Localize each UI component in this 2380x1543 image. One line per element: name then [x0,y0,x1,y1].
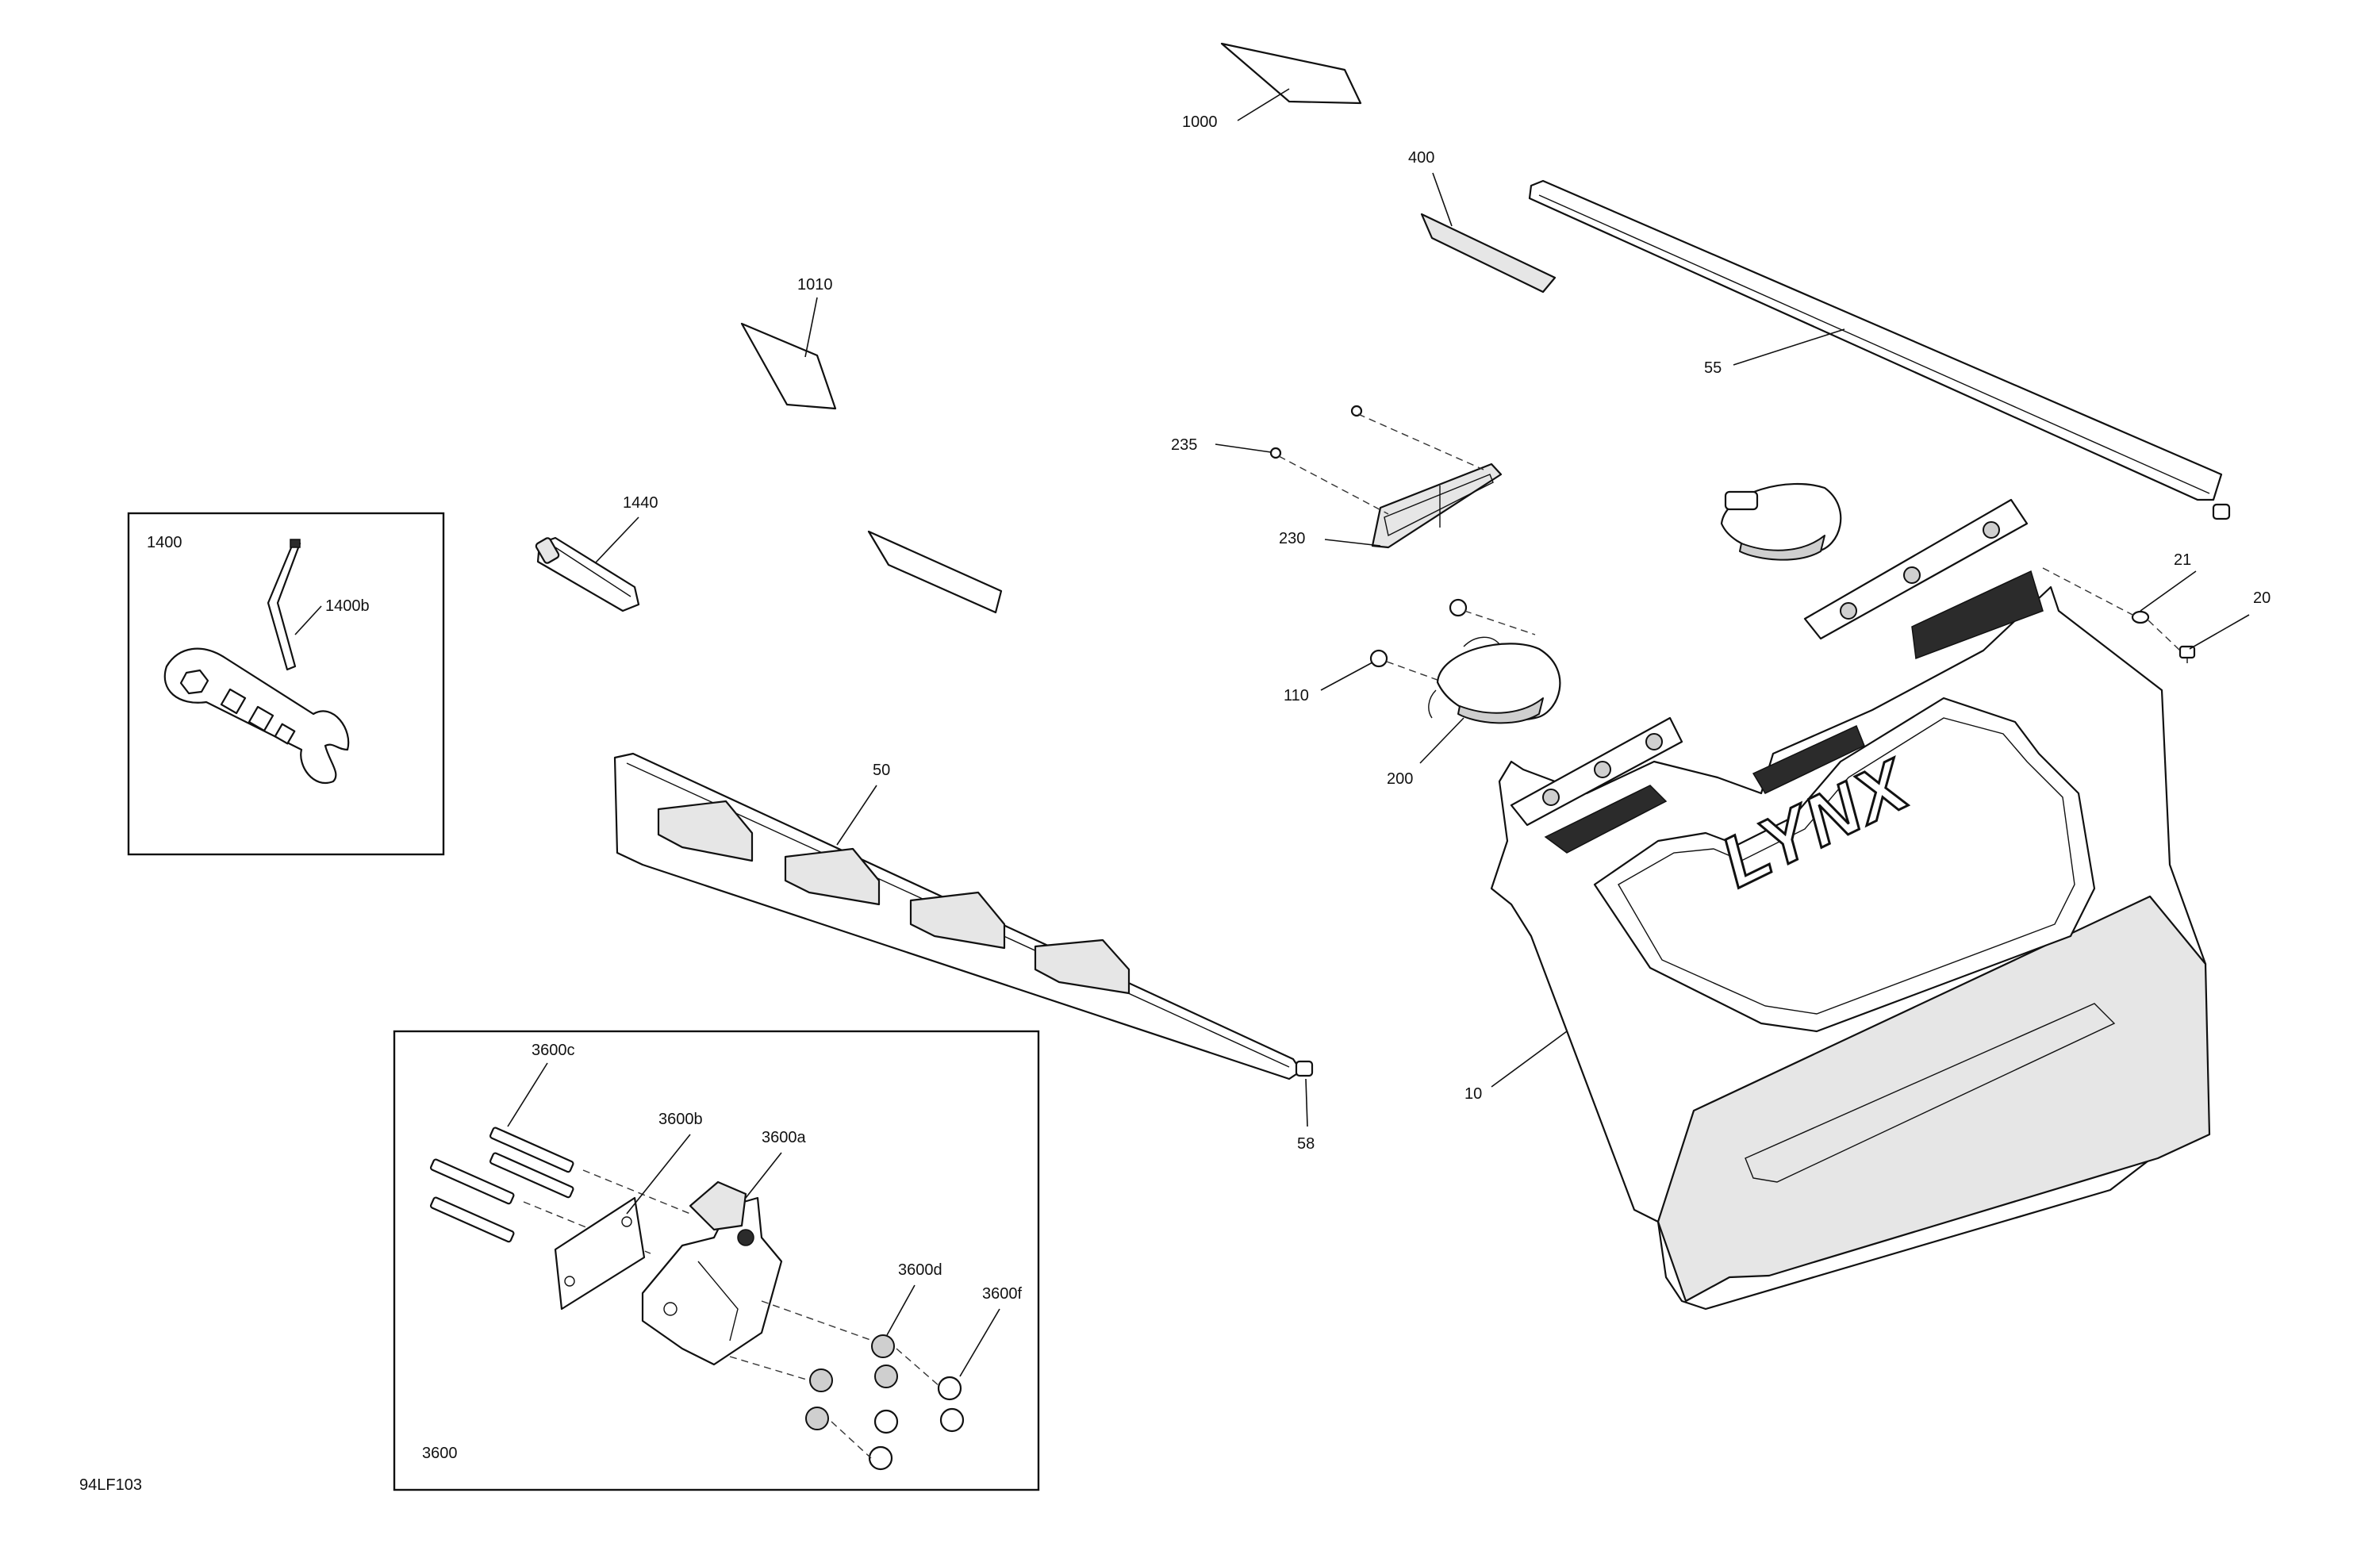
washer-21 [2131,610,2150,624]
callout-3600a: 3600a [762,1129,806,1146]
cap-58 [1295,1060,1314,1077]
callout-3600: 3600 [422,1445,458,1462]
callout-50: 50 [873,762,890,779]
rear-bumper-10: LYNX [1490,498,2211,1311]
callout-21: 21 [2174,551,2191,569]
callout-400: 400 [1408,149,1434,167]
lamp-spare [1720,482,1842,561]
reflector-230 [1371,463,1503,549]
cap-nut-21a [2212,503,2231,520]
callout-110: 110 [1284,687,1309,704]
nut-110 [1369,598,1468,668]
callout-3600d: 3600d [898,1261,942,1279]
callout-1000: 1000 [1182,113,1218,131]
callout-3600b: 3600b [658,1111,703,1128]
hex-key-1400b [267,539,301,671]
callout-1010: 1010 [797,276,833,294]
side-rail-50 [613,752,1303,1080]
lamp-200 [1428,636,1561,724]
callout-20: 20 [2253,589,2271,607]
callout-230: 230 [1279,530,1305,547]
kit-box-3600 [393,1030,1040,1491]
callout-1400: 1400 [147,534,182,551]
nuts-3600d [805,1334,898,1430]
callout-55: 55 [1704,359,1722,377]
decal-1000 [1220,42,1362,105]
hitch-bracket-3600a [641,1180,783,1366]
callout-3600f: 3600f [982,1285,1022,1303]
callout-235: 235 [1171,436,1197,454]
diagram-id: 94LF103 [79,1476,142,1494]
screw-20 [2178,645,2196,663]
callout-1400b: 1400b [325,597,370,615]
washer-235 [1269,405,1363,459]
leader-lines [294,88,2250,1377]
callout-1440: 1440 [623,494,658,512]
decal-unlabeled [867,530,1003,614]
callout-200: 200 [1387,770,1413,788]
plate-3600b [554,1196,646,1311]
tool-1440 [535,536,640,612]
callout-3600c: 3600c [532,1042,575,1059]
kit-box-1400 [127,512,445,856]
decal-1010 [740,322,837,410]
callout-58: 58 [1297,1135,1315,1153]
bolts-3600c [430,1127,574,1243]
decal-400 [1420,213,1557,294]
rail-55 [1528,179,2223,501]
callout-10: 10 [1464,1085,1482,1103]
caps-3600f [868,1376,965,1471]
spanner-wrench-1400 [163,647,350,784]
